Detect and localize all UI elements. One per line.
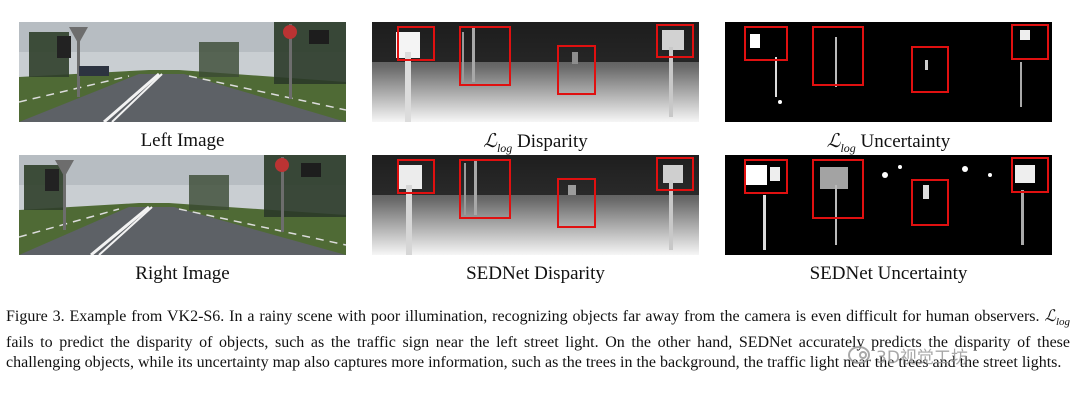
log-disparity-label: ℒlog Disparity <box>372 130 699 159</box>
right-image-label: Right Image <box>135 263 230 284</box>
caption-log-subscript: log <box>1055 316 1070 329</box>
figure-caption: Figure 3. Example from VK2-S6. In a rain… <box>6 306 1070 374</box>
log-uncertainty-label-text: Uncertainty <box>855 131 951 152</box>
caption-part1: Figure 3. Example from VK2-S6. In a rain… <box>6 308 1045 325</box>
log-disparity-label-text: Disparity <box>512 131 588 152</box>
log-symbol: ℒ <box>826 130 841 152</box>
sednet-disparity-label: SEDNet Disparity <box>466 263 605 284</box>
watermark: 3D视觉工坊 <box>848 343 1058 368</box>
sednet-disparity-map <box>372 155 699 255</box>
right-image-panel <box>19 155 346 255</box>
left-image-scene <box>19 22 346 122</box>
log-subscript: log <box>840 140 856 155</box>
log-uncertainty-map <box>725 22 1052 122</box>
sednet-uncertainty-panel <box>725 155 1052 255</box>
sednet-uncertainty-label: SEDNet Uncertainty <box>809 263 968 284</box>
log-disparity-panel <box>372 22 699 122</box>
right-image-scene <box>19 155 346 255</box>
left-image-label: Left Image <box>140 130 225 151</box>
caption-part2: fails to predict the disparity of object… <box>6 333 1070 372</box>
sednet-uncertainty-map <box>725 155 1052 255</box>
wechat-icon <box>848 346 870 364</box>
log-subscript: log <box>496 140 513 155</box>
log-symbol: ℒ <box>483 130 497 152</box>
log-uncertainty-panel <box>725 22 1052 122</box>
log-uncertainty-label: ℒlog Uncertainty <box>725 130 1052 159</box>
watermark-text: 3D视觉工坊 <box>876 347 968 368</box>
sednet-disparity-panel <box>372 155 699 255</box>
left-image-panel <box>19 22 346 122</box>
caption-log-symbol: ℒ <box>1044 306 1056 325</box>
log-disparity-map <box>372 22 699 122</box>
